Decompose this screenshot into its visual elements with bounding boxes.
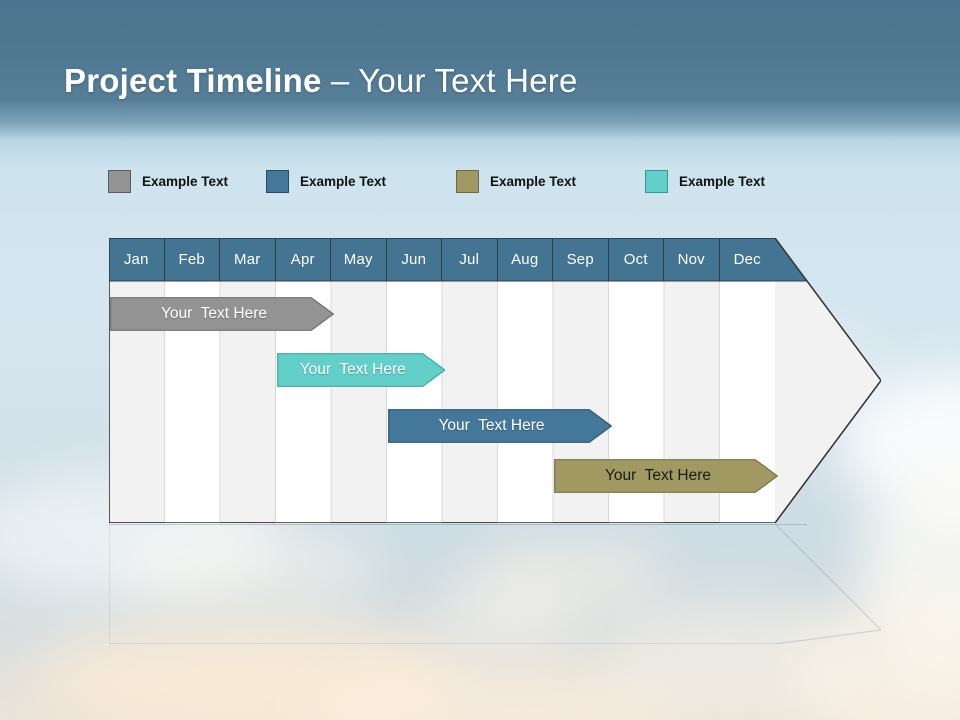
title-bold-part: Project Timeline: [64, 62, 322, 99]
legend-swatch-cyan-icon: [645, 169, 668, 193]
legend-swatch-blue-icon: [266, 169, 289, 193]
timeline-bar-4[interactable]: Your Text Here: [554, 459, 778, 493]
legend-swatch-olive-icon: [456, 169, 479, 193]
legend-swatch-gray-icon: [108, 169, 131, 193]
legend-item-gray[interactable]: Example Text: [108, 168, 228, 194]
bar-arrow-shape: [554, 459, 778, 493]
legend-label: Example Text: [300, 173, 387, 189]
month-header-jul[interactable]: Jul: [442, 238, 498, 281]
bar-label: Your Text Here: [438, 417, 545, 434]
month-header-jun[interactable]: Jun: [387, 238, 442, 281]
timeline-bar-1[interactable]: Your Text Here: [110, 297, 334, 331]
month-header-oct[interactable]: Oct: [609, 238, 664, 281]
month-header-apr[interactable]: Apr: [276, 238, 331, 281]
bar-arrow-shape: [110, 297, 334, 331]
legend-label: Example Text: [490, 173, 577, 189]
month-header-feb[interactable]: Feb: [165, 238, 220, 281]
month-header-dec[interactable]: Dec: [733, 251, 761, 268]
bar-label: Your Text Here: [605, 467, 711, 484]
legend-item-cyan[interactable]: Example Text: [645, 168, 765, 194]
bar-arrow-shape: [276, 353, 445, 387]
title-light-part: Your Text Here: [358, 62, 578, 99]
month-header-aug[interactable]: Aug: [498, 238, 553, 281]
title-separator: –: [321, 62, 359, 99]
timeline-bar-2[interactable]: Your Text Here: [276, 353, 445, 387]
legend-item-blue[interactable]: Example Text: [266, 168, 386, 194]
month-header-mar[interactable]: Mar: [220, 238, 276, 281]
month-header-sep[interactable]: Sep: [553, 238, 609, 281]
timeline-bar-3[interactable]: Your Text Here: [387, 409, 612, 443]
legend-label: Example Text: [679, 173, 766, 189]
bar-label: Your Text Here: [161, 305, 267, 322]
legend-label: Example Text: [142, 173, 229, 189]
bar-arrow-shape: [387, 409, 612, 443]
legend: Example Text Example Text Example Text Exam…: [108, 168, 848, 196]
bar-label: Your Text Here: [299, 361, 406, 378]
month-header-may[interactable]: May: [331, 238, 387, 281]
month-header-jan[interactable]: Jan: [109, 238, 165, 281]
slide-title: Project Timeline – Your Text Here: [64, 60, 578, 102]
month-header-nov[interactable]: Nov: [664, 238, 720, 281]
legend-item-olive[interactable]: Example Text: [456, 168, 576, 194]
